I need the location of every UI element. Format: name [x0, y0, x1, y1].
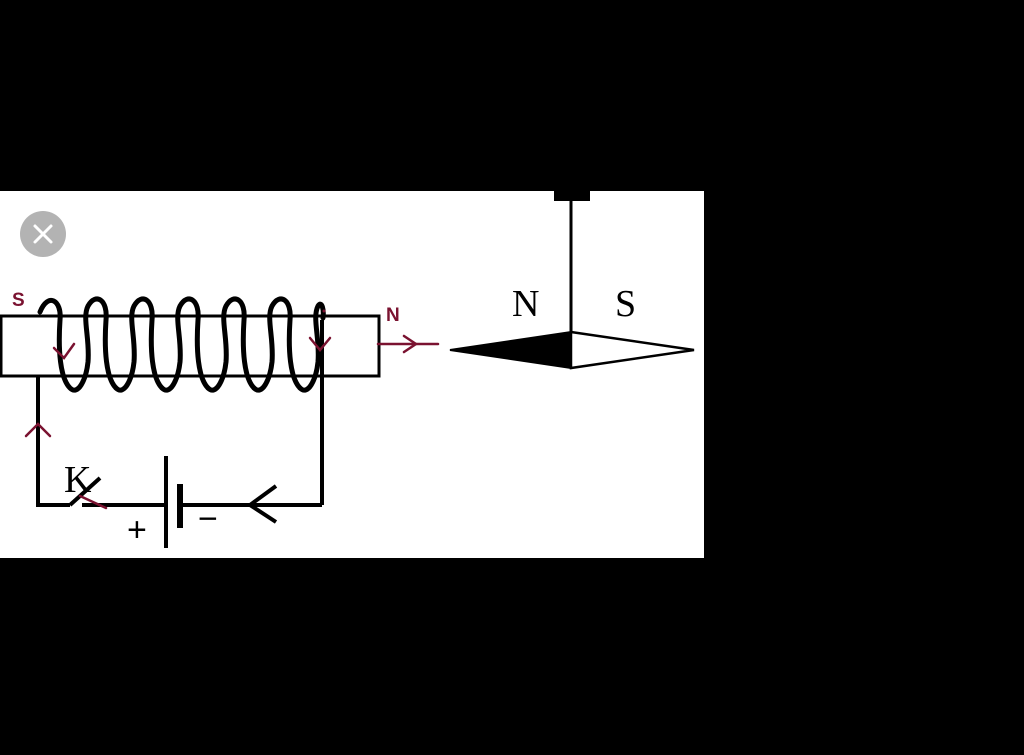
- iron-core: [0, 314, 381, 378]
- field-arrow: [402, 334, 419, 354]
- close-button[interactable]: [20, 211, 66, 257]
- coil-current-arrow-left: [52, 342, 76, 360]
- coil-right-pole-label: N: [386, 305, 400, 326]
- coil-current-arrow-right: [308, 336, 332, 352]
- current-arrow-bottom: [246, 484, 278, 524]
- coil-left-pole-label: S: [12, 290, 25, 311]
- needle-north-label: N: [512, 283, 539, 325]
- wire-current-arrow-up: [24, 422, 52, 438]
- close-icon: [33, 224, 53, 244]
- annotation-dot: [322, 309, 326, 313]
- solenoid-coil: [37, 296, 326, 393]
- battery-positive-label: +: [127, 511, 147, 549]
- switch-label: K: [64, 459, 92, 501]
- annotation-arrows: [24, 334, 440, 510]
- needle-south-label: S: [615, 283, 636, 325]
- battery-negative-label: −: [198, 500, 218, 538]
- needle-mount: [554, 191, 590, 201]
- needle-south-half: [569, 330, 695, 370]
